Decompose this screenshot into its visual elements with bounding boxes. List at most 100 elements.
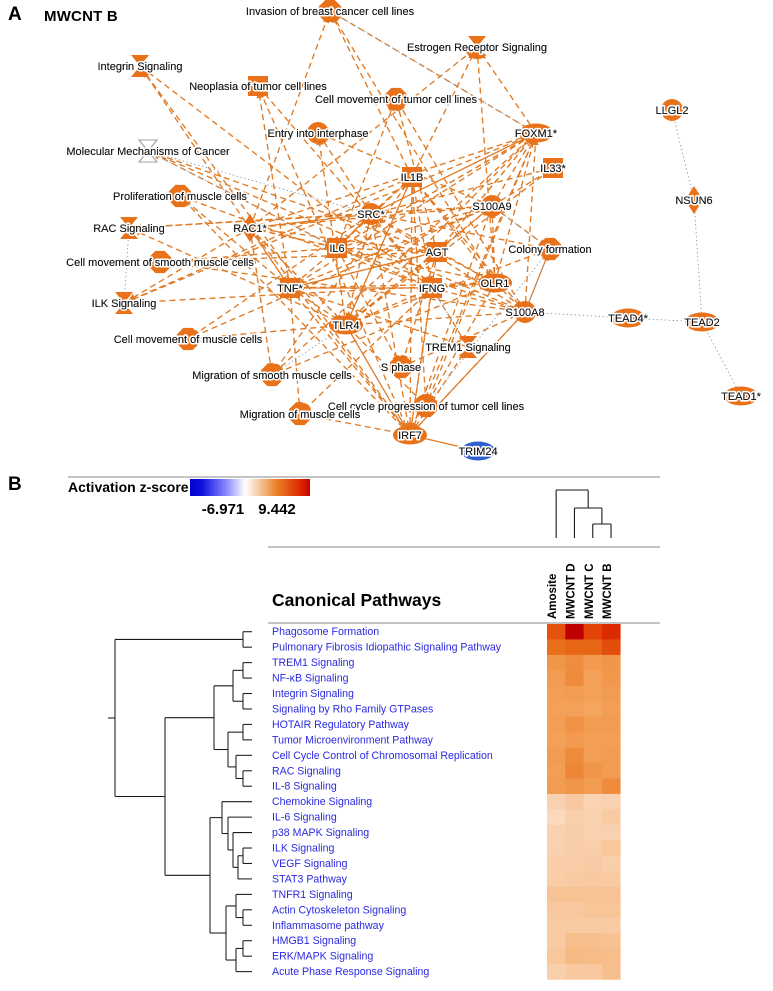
node-shape bbox=[538, 237, 562, 261]
network-node-tnf[interactable]: TNF*TNF* bbox=[276, 278, 305, 298]
node-shape bbox=[414, 394, 438, 418]
network-node-foxm1[interactable]: FOXM1*FOXM1* bbox=[513, 123, 559, 143]
node-label-halo: TRIM24 bbox=[458, 446, 497, 458]
heatmap-cell bbox=[601, 763, 621, 779]
node-shape bbox=[120, 217, 138, 239]
pathway-label: IL-8 Signaling bbox=[272, 781, 337, 793]
heatmap-cell bbox=[547, 732, 566, 748]
network-node-invasion_bc[interactable]: Invasion of breast cancer cell linesInva… bbox=[244, 0, 416, 23]
heatmap-cell bbox=[547, 948, 566, 965]
node-label: TREM1 Signaling bbox=[425, 342, 511, 354]
heatmap-cell bbox=[601, 747, 621, 764]
node-shape bbox=[131, 55, 149, 77]
network-node-cellcycle_prog[interactable]: Cell cycle progression of tumor cell lin… bbox=[326, 394, 526, 418]
node-label: Entry into interphase bbox=[268, 128, 369, 140]
network-node-tead4[interactable]: TEAD4*TEAD4* bbox=[607, 308, 650, 328]
heatmap-cell bbox=[583, 639, 603, 656]
node-label: TEAD2 bbox=[684, 317, 719, 329]
network-edge bbox=[409, 132, 537, 436]
node-label: TRIM24 bbox=[458, 446, 497, 458]
node-label-halo: Invasion of breast cancer cell lines bbox=[246, 6, 415, 18]
heatmap-cell bbox=[565, 793, 584, 810]
panel-a-letter: A bbox=[8, 4, 22, 25]
node-label-halo: ILK Signaling bbox=[92, 298, 157, 310]
node-label-halo: IL1B bbox=[401, 172, 424, 184]
heatmap-cell bbox=[565, 886, 584, 903]
node-label: Migration of smooth muscle cells bbox=[192, 370, 352, 382]
network-node-src[interactable]: SRC*SRC* bbox=[356, 203, 387, 225]
heatmap-cell bbox=[547, 685, 566, 702]
node-label: TNF* bbox=[277, 283, 303, 295]
network-edge bbox=[336, 98, 397, 249]
node-label-halo: IRF7 bbox=[398, 430, 422, 442]
network-edge bbox=[147, 150, 338, 249]
network-edge bbox=[147, 150, 526, 313]
node-shape bbox=[468, 36, 486, 58]
network-edge bbox=[370, 132, 537, 215]
node-label: IRF7 bbox=[398, 430, 422, 442]
node-shape bbox=[384, 87, 408, 111]
node-label-halo: Neoplasia of tumor cell lines bbox=[189, 81, 327, 93]
network-node-rac1[interactable]: RAC1*RAC1* bbox=[232, 214, 269, 242]
network-title: MWCNT B bbox=[44, 8, 118, 25]
heatmap-cell bbox=[601, 732, 621, 748]
pathway-label: STAT3 Pathway bbox=[272, 873, 348, 885]
node-shape bbox=[148, 250, 172, 274]
node-label-halo: Integrin Signaling bbox=[97, 61, 182, 73]
heatmap-cell bbox=[547, 871, 566, 888]
node-label: Molecular Mechanisms of Cancer bbox=[66, 146, 230, 158]
node-label-halo: FOXM1* bbox=[515, 128, 558, 140]
heatmap-cell bbox=[583, 824, 603, 841]
heatmap-cell bbox=[583, 871, 603, 888]
node-label: Colony formation bbox=[508, 244, 591, 256]
node-label-halo: TEAD2 bbox=[684, 317, 719, 329]
pathway-label: Chemokine Signaling bbox=[272, 796, 372, 808]
network-node-tead1[interactable]: TEAD1*TEAD1* bbox=[720, 386, 763, 406]
network-node-cellmove_smooth[interactable]: Cell movement of smooth muscle cellsCell… bbox=[65, 250, 256, 274]
network-edge bbox=[139, 65, 411, 436]
panel-b-heatmap: B Activation z-score -6.971 9.442 Canoni… bbox=[0, 466, 773, 991]
node-label: LLGL2 bbox=[655, 105, 688, 117]
pathway-label: Tumor Microenvironment Pathway bbox=[272, 734, 434, 746]
heatmap-cell bbox=[547, 917, 566, 934]
edge-arrowhead bbox=[465, 50, 473, 58]
network-node-migr_smooth[interactable]: Migration of smooth muscle cellsMigratio… bbox=[191, 363, 354, 387]
pathway-label: TNFR1 Signaling bbox=[272, 889, 353, 901]
heatmap-cell bbox=[565, 840, 584, 857]
network-node-il33[interactable]: IL33*IL33* bbox=[539, 158, 568, 178]
heatmap-cell bbox=[601, 809, 621, 826]
network-edge bbox=[187, 213, 372, 340]
network-edge bbox=[345, 287, 433, 326]
network-node-molmech[interactable]: Molecular Mechanisms of CancerMolecular … bbox=[65, 139, 232, 163]
network-edge bbox=[370, 213, 411, 436]
network-edge bbox=[491, 132, 537, 207]
network-edges bbox=[123, 10, 742, 452]
network-node-prolif_muscle[interactable]: Proliferation of muscle cellsProliferati… bbox=[111, 184, 249, 208]
heatmap-cell bbox=[601, 840, 621, 857]
